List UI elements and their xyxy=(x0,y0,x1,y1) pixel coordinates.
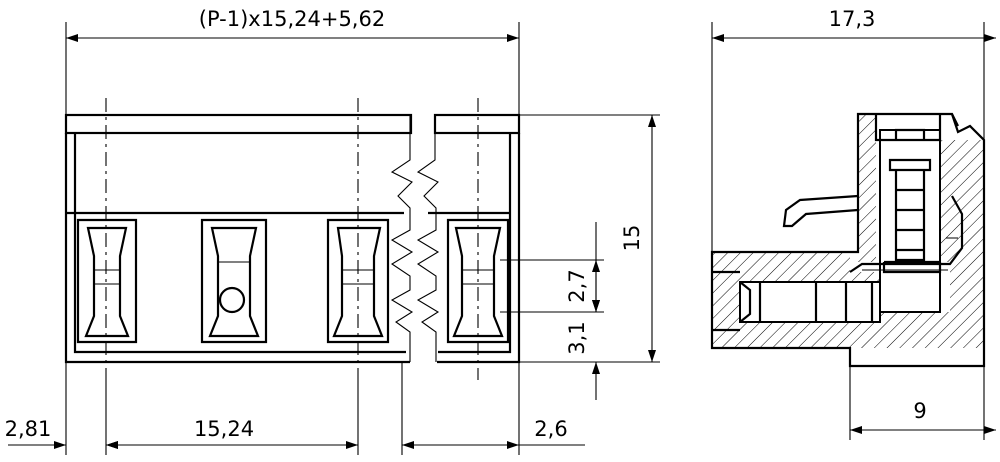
dim-side-depth: 17,3 xyxy=(829,7,876,31)
slot-3 xyxy=(326,218,390,344)
side-pin xyxy=(712,270,874,332)
side-hatch-upper xyxy=(858,114,876,262)
top-rail-right xyxy=(433,113,521,135)
dim-side-base: 9 xyxy=(913,399,926,423)
side-extension-lines xyxy=(711,22,985,440)
side-cavity xyxy=(879,129,941,313)
slot-2 xyxy=(200,218,268,344)
side-outline xyxy=(710,112,986,368)
dim-pitch: 15,24 xyxy=(194,417,254,441)
side-screw xyxy=(882,158,942,274)
dim-slot-offset: 3,1 xyxy=(565,321,589,354)
dim-overall-width: (P-1)x15,24+5,62 xyxy=(199,7,385,31)
side-spring xyxy=(849,195,964,273)
slot-1 xyxy=(76,218,138,344)
top-rail-left xyxy=(64,113,413,135)
screw-icon xyxy=(218,286,246,314)
dim-right-offset: 2,6 xyxy=(534,417,567,441)
side-lever xyxy=(782,194,859,228)
side-hatch-insert xyxy=(880,312,950,348)
front-view xyxy=(8,22,660,455)
break-line-left xyxy=(390,115,414,362)
break-line-right xyxy=(416,115,440,362)
side-view xyxy=(710,22,996,440)
slot-4 xyxy=(446,218,510,344)
side-spring-inner xyxy=(862,237,958,271)
side-top-detail xyxy=(874,113,959,142)
dim-height: 15 xyxy=(620,225,644,252)
dim-pin-to-slot: 2,7 xyxy=(565,269,589,302)
extension-lines xyxy=(65,22,660,455)
body-outline-right xyxy=(428,133,521,364)
dim-edge-offset: 2,81 xyxy=(5,417,52,441)
side-bore xyxy=(739,281,881,323)
